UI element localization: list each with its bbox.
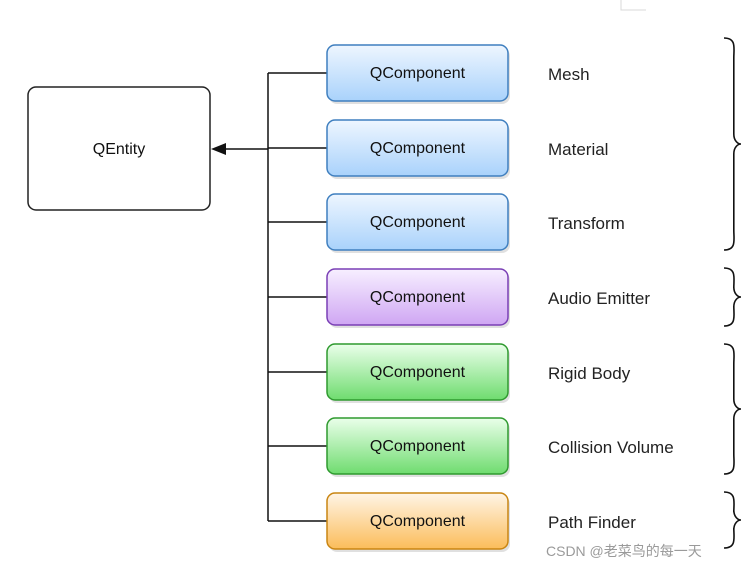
component-description: Collision Volume — [548, 438, 674, 457]
component-label: QComponent — [370, 214, 466, 231]
component-description: Transform — [548, 214, 625, 233]
component-description: Material — [548, 140, 608, 159]
component-label: QComponent — [370, 364, 466, 381]
braces-layer — [723, 37, 742, 549]
component-node: QComponent Path Finder — [326, 492, 636, 552]
component-node: QComponent Mesh — [326, 44, 590, 104]
component-box — [326, 119, 509, 177]
entity-label: QEntity — [93, 141, 145, 158]
component-label: QComponent — [370, 140, 466, 157]
component-box — [326, 44, 509, 102]
arrow-head-icon — [211, 143, 226, 155]
component-node: QComponent Material — [326, 119, 608, 179]
entity-box — [27, 86, 211, 211]
group-brace-icon — [723, 267, 742, 327]
entity-node: QEntity — [27, 86, 211, 211]
component-node: QComponent Rigid Body — [326, 343, 631, 403]
component-box — [326, 343, 509, 401]
component-node: QComponent Audio Emitter — [326, 268, 650, 328]
component-box — [326, 492, 509, 550]
corner-mark — [620, 0, 646, 11]
group-brace-icon — [723, 343, 742, 475]
component-label: QComponent — [370, 513, 466, 530]
group-brace-icon — [723, 491, 742, 549]
component-description: Rigid Body — [548, 364, 631, 383]
component-node: QComponent Collision Volume — [326, 417, 674, 477]
component-box — [326, 193, 509, 251]
component-description: Path Finder — [548, 513, 636, 532]
group-brace-icon — [723, 37, 742, 251]
component-description: Audio Emitter — [548, 289, 650, 308]
component-box — [326, 417, 509, 475]
watermark: CSDN @老菜鸟的每一天 — [546, 543, 702, 559]
component-box — [326, 268, 509, 326]
component-label: QComponent — [370, 289, 466, 306]
component-label: QComponent — [370, 65, 466, 82]
connectors — [211, 72, 327, 522]
component-node: QComponent Transform — [326, 193, 625, 253]
component-description: Mesh — [548, 65, 590, 84]
component-label: QComponent — [370, 438, 466, 455]
